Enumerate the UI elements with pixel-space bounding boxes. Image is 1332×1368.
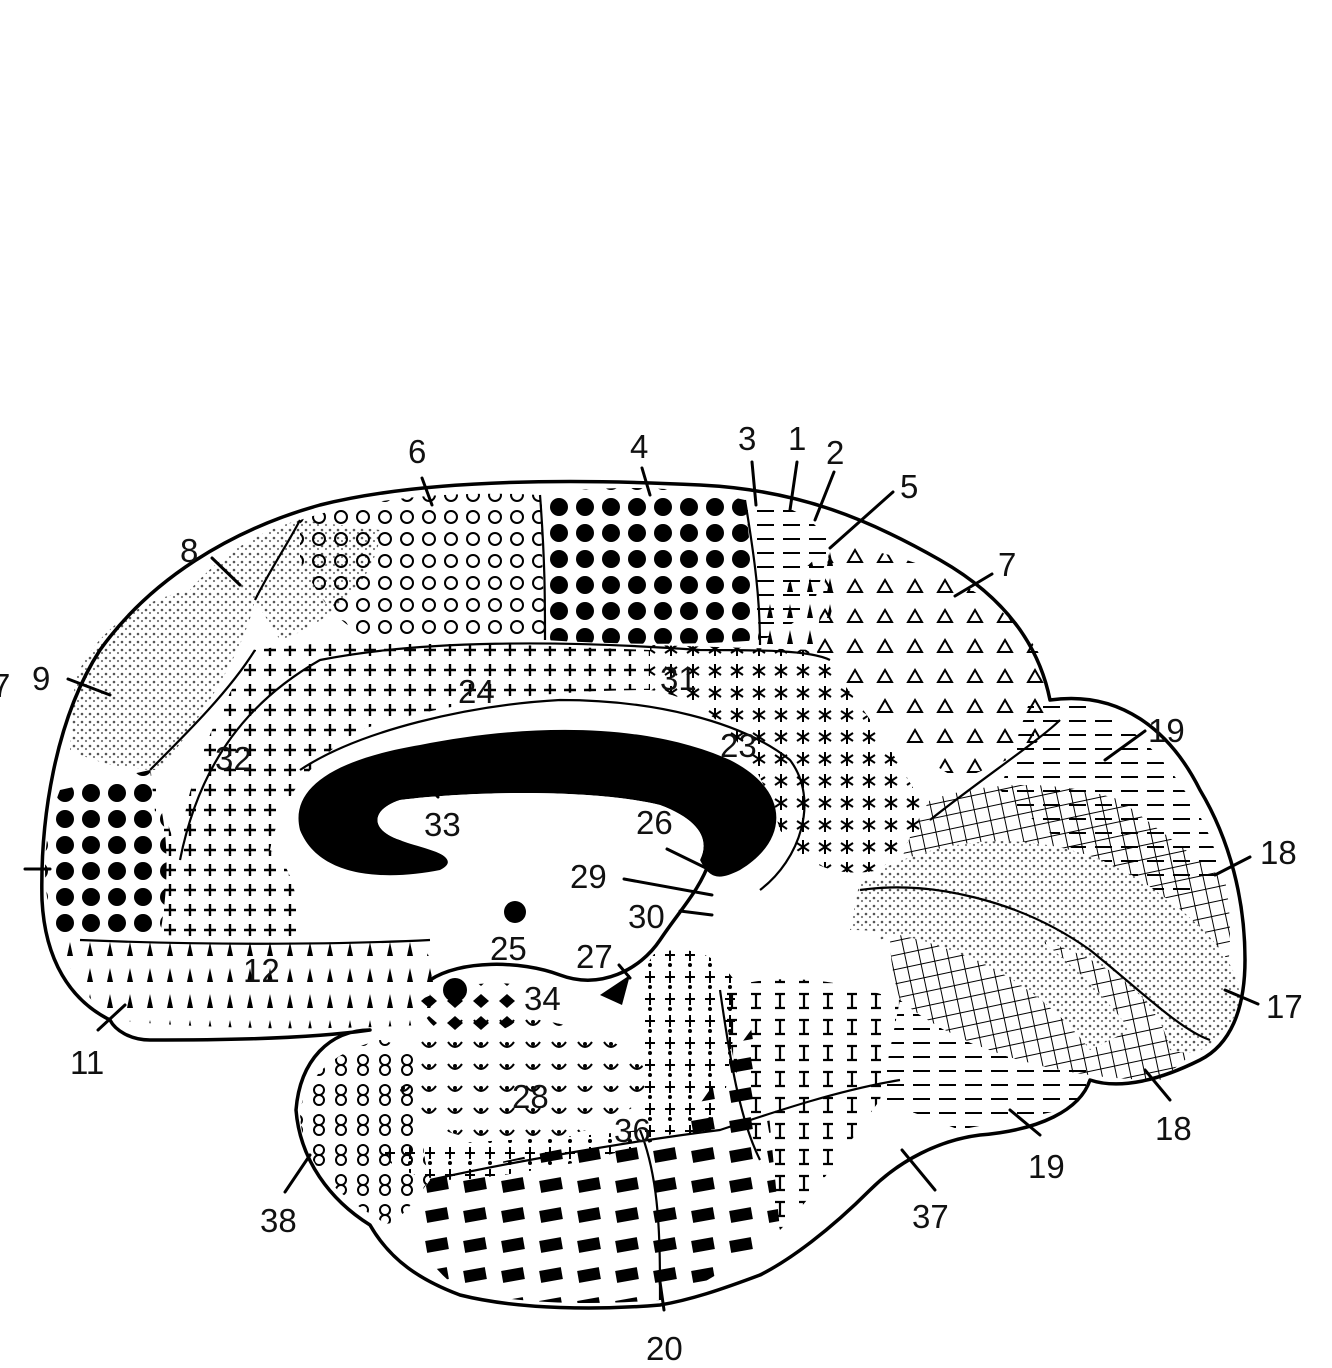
label-38: 38 bbox=[260, 1202, 297, 1239]
label-7-right: 7 bbox=[998, 546, 1016, 583]
label-5: 5 bbox=[900, 468, 918, 505]
label-27: 27 bbox=[576, 938, 613, 975]
label-32: 32 bbox=[215, 740, 252, 777]
label-1: 1 bbox=[788, 420, 806, 457]
label-8: 8 bbox=[180, 532, 198, 569]
label-30: 30 bbox=[628, 898, 665, 935]
label-31: 31 bbox=[660, 660, 697, 697]
label-19-upper: 19 bbox=[1148, 712, 1185, 749]
label-3: 3 bbox=[738, 420, 756, 457]
label-7-left: 7 bbox=[0, 667, 10, 704]
label-33: 33 bbox=[424, 806, 461, 843]
label-20: 20 bbox=[646, 1330, 683, 1367]
label-11: 11 bbox=[70, 1044, 104, 1081]
label-34: 34 bbox=[524, 980, 561, 1017]
optic-dot bbox=[443, 978, 467, 1002]
label-37: 37 bbox=[912, 1198, 949, 1235]
region-area-frontal-pole bbox=[45, 770, 167, 940]
anterior-commissure-dot bbox=[504, 901, 526, 923]
label-29: 29 bbox=[570, 858, 607, 895]
label-17: 17 bbox=[1266, 988, 1303, 1025]
label-9: 9 bbox=[32, 660, 50, 697]
label-24: 24 bbox=[458, 673, 495, 710]
label-2: 2 bbox=[826, 434, 844, 471]
label-28: 28 bbox=[512, 1078, 549, 1115]
label-25: 25 bbox=[490, 930, 527, 967]
label-18-upper: 18 bbox=[1260, 834, 1297, 871]
label-12: 12 bbox=[243, 952, 280, 989]
label-4: 4 bbox=[630, 428, 648, 465]
label-6: 6 bbox=[408, 433, 426, 470]
region-area-4 bbox=[540, 488, 760, 644]
label-18-lower: 18 bbox=[1155, 1110, 1192, 1147]
label-26: 26 bbox=[636, 804, 673, 841]
label-19-lower: 19 bbox=[1028, 1148, 1065, 1185]
label-36: 36 bbox=[614, 1112, 651, 1149]
label-23: 23 bbox=[720, 727, 757, 764]
